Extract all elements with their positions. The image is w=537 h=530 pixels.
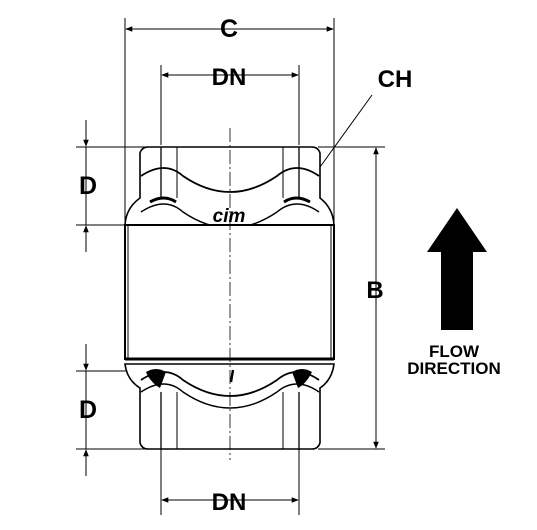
flow-direction-indicator: FLOW DIRECTION — [407, 208, 501, 378]
dimension-c-label: C — [220, 15, 238, 43]
brand-logo: cim — [213, 206, 246, 227]
dimension-ch-label: CH — [378, 66, 413, 93]
valve-body — [124, 224, 335, 365]
dimension-d-bottom-label: D — [79, 396, 97, 424]
dimension-dn-bottom-label: DN — [212, 489, 247, 516]
up-arrow-icon — [427, 208, 487, 330]
direction-label: DIRECTION — [407, 359, 501, 378]
flow-label: FLOW — [429, 342, 480, 361]
dimension-dn-top-label: DN — [212, 64, 247, 91]
extension-lines — [76, 18, 385, 515]
dimension-d-top-label: D — [79, 172, 97, 200]
dimension-b-label: B — [366, 277, 383, 304]
bottom-end-connector — [124, 363, 335, 450]
top-end-connector — [124, 146, 335, 229]
svg-text:cim: cim — [213, 206, 246, 227]
